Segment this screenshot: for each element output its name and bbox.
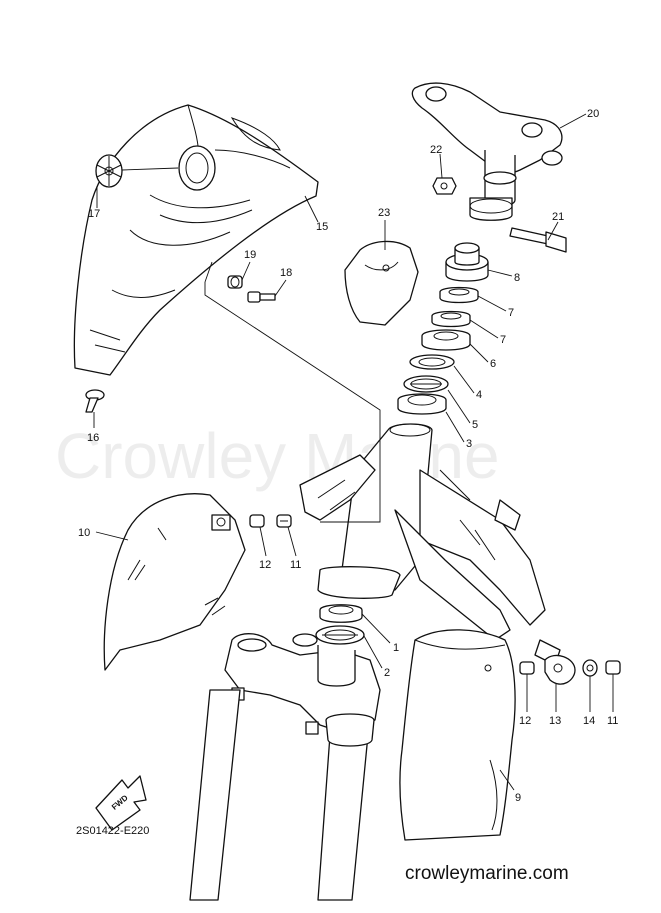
bolt-part-11-right (605, 660, 621, 675)
switch-housing-part-23 (344, 240, 419, 326)
frame-head-pipe (299, 423, 561, 666)
ball-bearing-part-2 (315, 625, 365, 645)
callout-9: 9 (515, 792, 521, 804)
washer-part-14 (582, 659, 598, 677)
forward-arrow: FWD (95, 775, 147, 831)
inner-cover-part-10 (103, 493, 246, 671)
collar-part-19 (227, 275, 243, 289)
callout-11-right: 11 (607, 715, 618, 727)
callout-20: 20 (587, 108, 599, 120)
bushing-part-8 (445, 242, 489, 282)
callout-7-upper: 7 (508, 307, 514, 319)
bearing-race-part-1 (319, 604, 363, 623)
callout-1: 1 (393, 642, 399, 654)
callout-12-right: 12 (519, 715, 531, 727)
callout-23: 23 (378, 207, 390, 219)
emblem-part-17 (95, 154, 179, 188)
diagram-code: 2S01422-E220 (76, 825, 149, 837)
callout-19: 19 (244, 249, 256, 261)
ring-nut-part-7-upper (439, 286, 479, 304)
callout-14: 14 (583, 715, 595, 727)
bearing-race-part-4 (409, 354, 455, 370)
callout-13: 13 (549, 715, 561, 727)
screw-part-16 (85, 389, 105, 413)
callout-17: 17 (88, 208, 100, 220)
bolt-part-11-upper (276, 514, 292, 528)
callout-11-upper: 11 (290, 559, 301, 571)
callout-6: 6 (490, 358, 496, 370)
callout-15: 15 (316, 221, 328, 233)
ring-nut-part-7-lower (431, 310, 471, 328)
callout-2: 2 (384, 667, 390, 679)
nut-part-22 (432, 177, 457, 195)
callout-8: 8 (514, 272, 520, 284)
lower-bracket-and-forks (189, 633, 381, 901)
callout-21: 21 (552, 211, 564, 223)
callout-12-upper: 12 (259, 559, 271, 571)
callout-5: 5 (472, 419, 478, 431)
bolt-part-21 (509, 227, 567, 253)
clip-part-13 (544, 654, 576, 685)
collar-part-12-upper (249, 514, 265, 528)
upper-bracket-part-20 (411, 82, 563, 221)
leader-lines (93, 113, 614, 791)
callout-10: 10 (78, 527, 90, 539)
callout-16: 16 (87, 432, 99, 444)
dust-seal-part-6 (421, 329, 471, 351)
callout-4: 4 (476, 389, 482, 401)
callout-18: 18 (280, 267, 292, 279)
callout-22: 22 (430, 144, 442, 156)
callout-3: 3 (466, 438, 472, 450)
collar-part-12-right (519, 661, 535, 675)
side-panel-part-9 (399, 629, 516, 841)
website-label: crowleymarine.com (405, 863, 569, 884)
bearing-race-part-3 (397, 393, 447, 415)
callout-7-lower: 7 (500, 334, 506, 346)
front-cover-part-15 (73, 104, 319, 376)
screw-part-18 (247, 291, 276, 303)
ball-bearing-part-5 (403, 375, 449, 393)
callout-labels: 20 22 21 23 8 7 7 6 4 5 3 15 17 19 18 16… (78, 108, 618, 804)
